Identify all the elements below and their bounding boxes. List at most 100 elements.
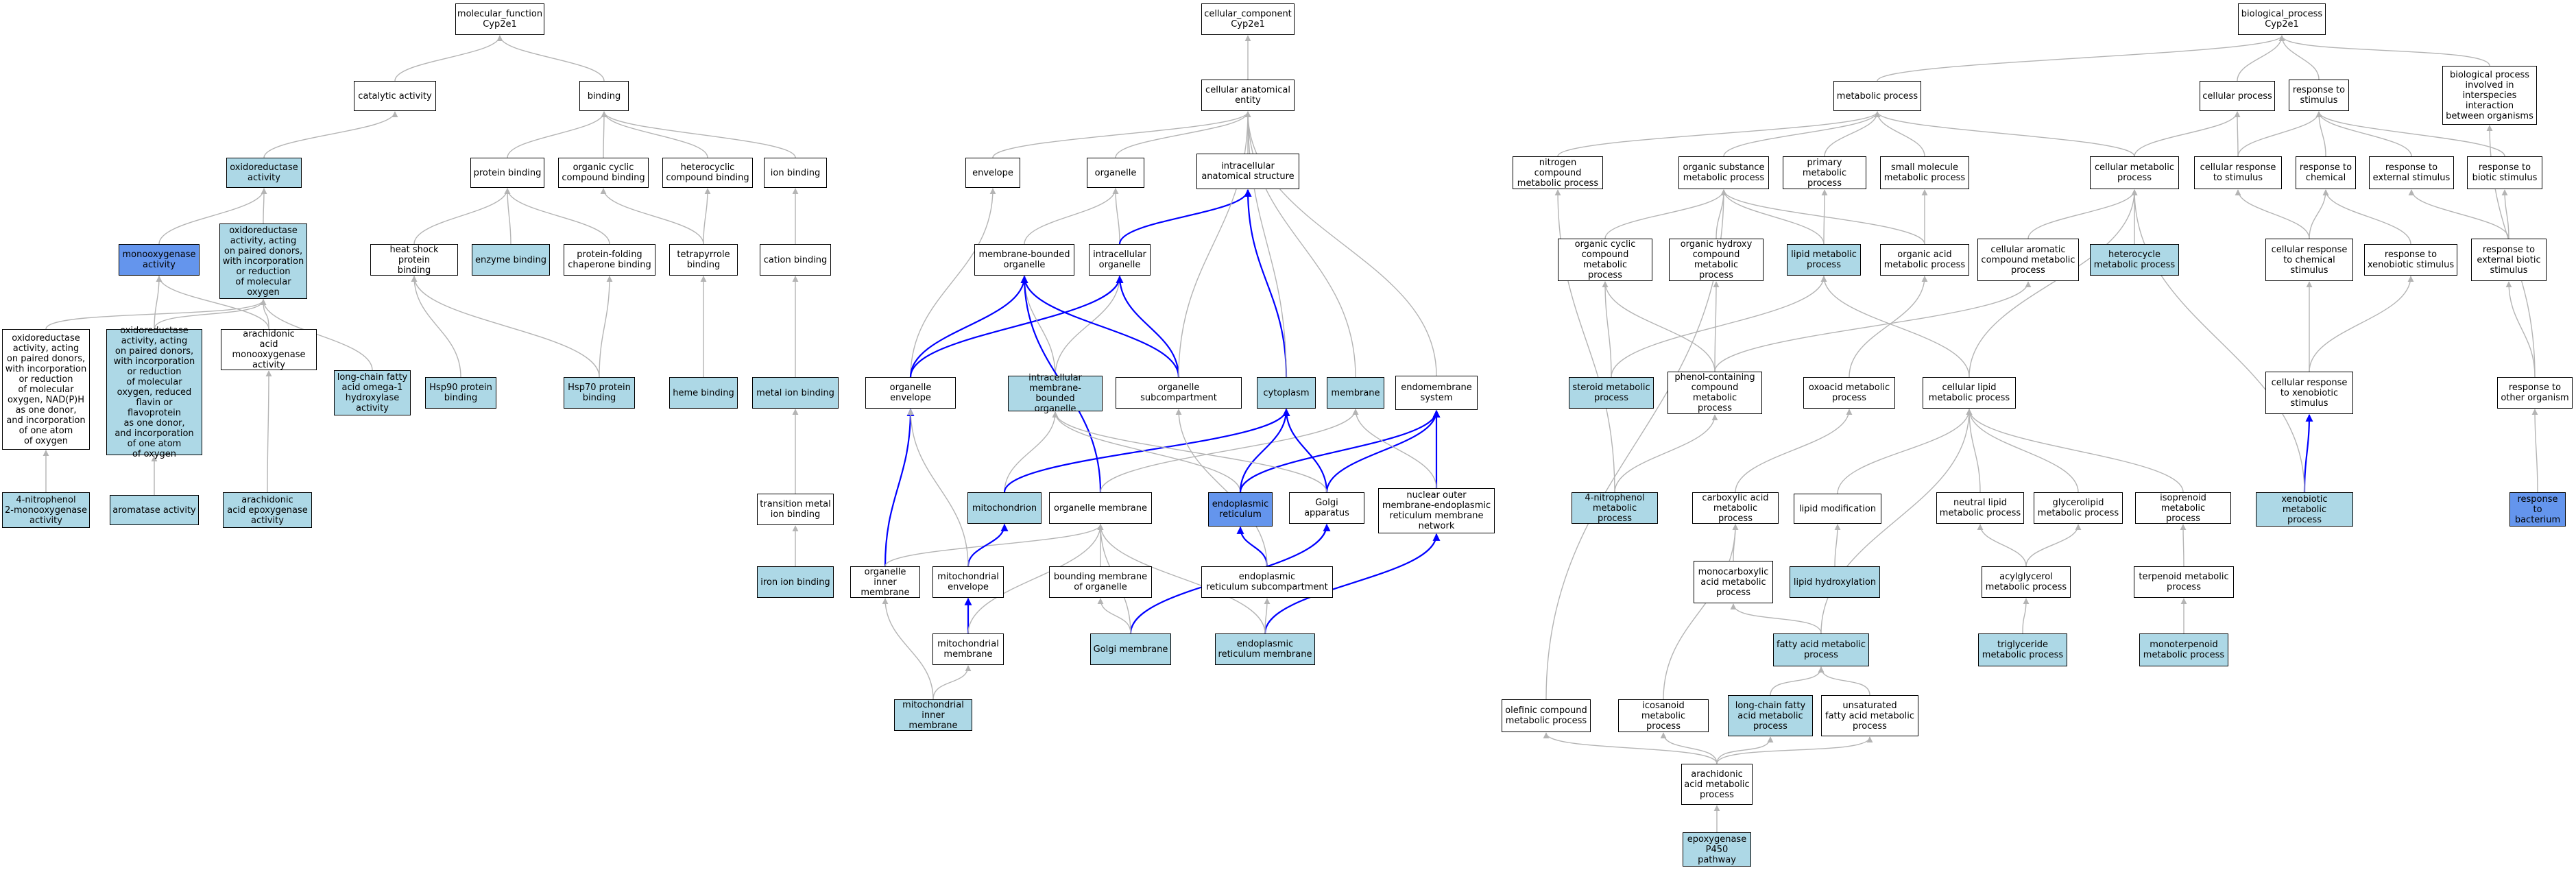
node-cellular-response-to-chemical-stimulus[interactable]: cellular response to chemical stimulus (2265, 239, 2353, 281)
node-cellular-component-root[interactable]: cellular_component Cyp2e1 (1201, 3, 1295, 35)
node-heat-shock-protein-binding[interactable]: heat shock protein binding (370, 244, 458, 276)
node-lipid-modification[interactable]: lipid modification (1794, 494, 1881, 524)
node-molecular-function-root[interactable]: molecular_function Cyp2e1 (455, 3, 544, 35)
node-oxidoreductase-activity[interactable]: oxidoreductase activity (226, 158, 302, 188)
node-organic-substance-metabolic-process[interactable]: organic substance metabolic process (1678, 156, 1769, 189)
node-carboxylic-acid-metabolic-process[interactable]: carboxylic acid metabolic process (1692, 492, 1779, 524)
node-response-to-stimulus[interactable]: response to stimulus (2289, 80, 2349, 111)
node-membrane[interactable]: membrane (1327, 377, 1384, 409)
node-catalytic-activity[interactable]: catalytic activity (354, 81, 436, 111)
node-oxidoreductase-nadph[interactable]: oxidoreductase activity, acting on paire… (2, 329, 90, 450)
node-er-membrane[interactable]: endoplasmic reticulum membrane (1215, 633, 1315, 665)
node-nuclear-outer-membrane-er-network[interactable]: nuclear outer membrane-endoplasmic retic… (1378, 488, 1495, 533)
node-monoterpenoid-metabolic-process[interactable]: monoterpenoid metabolic process (2139, 633, 2228, 666)
node-envelope[interactable]: envelope (965, 158, 1020, 188)
node-arachidonic-acid-epoxygenase[interactable]: arachidonic acid epoxygenase activity (223, 492, 312, 528)
node-response-to-bacterium[interactable]: response to bacterium (2509, 492, 2566, 527)
node-response-to-biotic-stimulus[interactable]: response to biotic stimulus (2467, 156, 2542, 189)
node-golgi-apparatus[interactable]: Golgi apparatus (1289, 492, 1364, 524)
node-cellular-process[interactable]: cellular process (2200, 81, 2275, 111)
node-response-to-external-biotic-stimulus[interactable]: response to external biotic stimulus (2471, 239, 2547, 281)
node-metal-ion-binding[interactable]: metal ion binding (752, 377, 839, 409)
node-nitrogen-compound-metabolic-process[interactable]: nitrogen compound metabolic process (1513, 156, 1603, 189)
node-response-to-external-stimulus[interactable]: response to external stimulus (2369, 156, 2454, 189)
node-endoplasmic-reticulum[interactable]: endoplasmic reticulum (1208, 492, 1273, 527)
node-xenobiotic-metabolic-process[interactable]: xenobiotic metabolic process (2256, 492, 2353, 527)
node-iron-ion-binding[interactable]: iron ion binding (757, 566, 834, 598)
node-bounding-membrane-of-organelle[interactable]: bounding membrane of organelle (1049, 566, 1152, 598)
node-cellular-anatomical-entity[interactable]: cellular anatomical entity (1201, 80, 1295, 111)
node-heme-binding[interactable]: heme binding (669, 377, 738, 409)
node-long-chain-fatty-acid-metabolic-process[interactable]: long-chain fatty acid metabolic process (1728, 695, 1813, 736)
node-fatty-acid-metabolic-process[interactable]: fatty acid metabolic process (1773, 633, 1869, 666)
node-biological-process-root[interactable]: biological_process Cyp2e1 (2238, 3, 2326, 35)
node-endomembrane-system[interactable]: endomembrane system (1395, 376, 1478, 410)
node-response-to-chemical[interactable]: response to chemical (2296, 156, 2356, 189)
node-enzyme-binding[interactable]: enzyme binding (472, 244, 550, 276)
node-icosanoid-metabolic-process[interactable]: icosanoid metabolic process (1618, 699, 1709, 732)
node-golgi-membrane[interactable]: Golgi membrane (1090, 633, 1171, 665)
node-steroid-metabolic-process[interactable]: steroid metabolic process (1569, 377, 1654, 409)
node-acylglycerol-metabolic-process[interactable]: acylglycerol metabolic process (1982, 566, 2071, 598)
node-oxidoreductase-paired-donors[interactable]: oxidoreductase activity, acting on paire… (219, 223, 307, 299)
node-ion-binding[interactable]: ion binding (764, 158, 827, 188)
node-oxoacid-metabolic-process[interactable]: oxoacid metabolic process (1803, 377, 1895, 409)
node-organelle-envelope[interactable]: organelle envelope (865, 377, 956, 409)
node-protein-folding-chaperone-binding[interactable]: protein-folding chaperone binding (564, 244, 655, 276)
node-monooxygenase-activity[interactable]: monooxygenase activity (119, 244, 200, 276)
node-interspecies-interaction[interactable]: biological process involved in interspec… (2442, 66, 2537, 125)
node-monocarboxylic-acid-metabolic-process[interactable]: monocarboxylic acid metabolic process (1694, 561, 1773, 603)
node-organelle-inner-membrane[interactable]: organelle inner membrane (850, 566, 920, 598)
node-organic-acid-metabolic-process[interactable]: organic acid metabolic process (1880, 244, 1969, 276)
node-hsp90-protein-binding[interactable]: Hsp90 protein binding (425, 377, 496, 409)
node-response-to-xenobiotic-stimulus[interactable]: response to xenobiotic stimulus (2364, 244, 2457, 276)
node-organelle[interactable]: organelle (1087, 158, 1144, 188)
node-hsp70-protein-binding[interactable]: Hsp70 protein binding (564, 377, 635, 409)
node-mitochondrial-inner-membrane[interactable]: mitochondrial inner membrane (894, 699, 972, 731)
node-mitochondrial-envelope[interactable]: mitochondrial envelope (932, 566, 1004, 598)
node-oxidoreductase-reduced-flavin[interactable]: oxidoreductase activity, acting on paire… (106, 326, 202, 459)
node-intracellular-organelle[interactable]: intracellular organelle (1089, 244, 1151, 276)
node-cellular-response-to-xenobiotic-stimulus[interactable]: cellular response to xenobiotic stimulus (2265, 372, 2353, 414)
node-terpenoid-metabolic-process[interactable]: terpenoid metabolic process (2134, 566, 2234, 598)
node-cellular-metabolic-process[interactable]: cellular metabolic process (2090, 156, 2179, 189)
node-glycerolipid-metabolic-process[interactable]: glycerolipid metabolic process (2034, 492, 2123, 524)
node-long-chain-fatty-acid-hydroxylase[interactable]: long-chain fatty acid omega-1 hydroxylas… (334, 370, 411, 415)
node-small-molecule-metabolic-process[interactable]: small molecule metabolic process (1880, 156, 1969, 189)
node-mitochondrial-membrane[interactable]: mitochondrial membrane (932, 633, 1004, 665)
node-4-nitrophenol-metabolic-process[interactable]: 4-nitrophenol metabolic process (1572, 492, 1658, 524)
node-protein-binding[interactable]: protein binding (470, 158, 544, 188)
node-organelle-subcompartment[interactable]: organelle subcompartment (1116, 377, 1242, 409)
node-intracellular-membrane-bounded-organelle[interactable]: intracellular membrane-bounded organelle (1008, 373, 1103, 414)
node-cellular-aromatic-compound-metabolic-process[interactable]: cellular aromatic compound metabolic pro… (1977, 239, 2079, 281)
node-phenol-containing-compound-metabolic-process[interactable]: phenol-containing compound metabolic pro… (1668, 372, 1762, 414)
node-arachidonic-acid-monooxygenase[interactable]: arachidonic acid monooxygenase activity (221, 329, 317, 370)
node-triglyceride-metabolic-process[interactable]: triglyceride metabolic process (1978, 633, 2067, 666)
node-transition-metal-ion-binding[interactable]: transition metal ion binding (757, 494, 834, 525)
node-metabolic-process[interactable]: metabolic process (1833, 81, 1921, 111)
node-isoprenoid-metabolic-process[interactable]: isoprenoid metabolic process (2135, 492, 2231, 524)
node-heterocycle-metabolic-process[interactable]: heterocycle metabolic process (2090, 244, 2179, 276)
node-response-to-other-organism[interactable]: response to other organism (2497, 377, 2573, 409)
node-organic-cyclic-compound-binding[interactable]: organic cyclic compound binding (558, 158, 649, 188)
node-lipid-hydroxylation[interactable]: lipid hydroxylation (1790, 566, 1880, 598)
node-organelle-membrane[interactable]: organelle membrane (1049, 492, 1152, 524)
node-unsaturated-fatty-acid-metabolic-process[interactable]: unsaturated fatty acid metabolic process (1821, 695, 1918, 736)
node-heterocyclic-compound-binding[interactable]: heterocyclic compound binding (662, 158, 753, 188)
node-lipid-metabolic-process[interactable]: lipid metabolic process (1787, 244, 1861, 276)
node-4-nitrophenol-2-monooxygenase[interactable]: 4-nitrophenol 2-monooxygenase activity (2, 492, 90, 528)
node-primary-metabolic-process[interactable]: primary metabolic process (1783, 156, 1866, 189)
node-cytoplasm[interactable]: cytoplasm (1257, 377, 1316, 409)
node-olefinic-compound-metabolic-process[interactable]: olefinic compound metabolic process (1502, 699, 1591, 732)
node-cellular-response-to-stimulus[interactable]: cellular response to stimulus (2194, 156, 2282, 189)
node-membrane-bounded-organelle[interactable]: membrane-bounded organelle (974, 244, 1074, 276)
node-mitochondrion[interactable]: mitochondrion (967, 492, 1042, 524)
node-cation-binding[interactable]: cation binding (760, 244, 831, 276)
node-binding[interactable]: binding (579, 81, 629, 111)
node-arachidonic-acid-metabolic-process[interactable]: arachidonic acid metabolic process (1681, 764, 1753, 805)
node-aromatase-activity[interactable]: aromatase activity (110, 495, 199, 525)
node-organic-hydroxy-compound-metabolic-process[interactable]: organic hydroxy compound metabolic proce… (1669, 239, 1764, 281)
node-tetrapyrrole-binding[interactable]: tetrapyrrole binding (669, 244, 738, 276)
node-er-subcompartment[interactable]: endoplasmic reticulum subcompartment (1201, 566, 1333, 598)
node-neutral-lipid-metabolic-process[interactable]: neutral lipid metabolic process (1936, 492, 2024, 524)
